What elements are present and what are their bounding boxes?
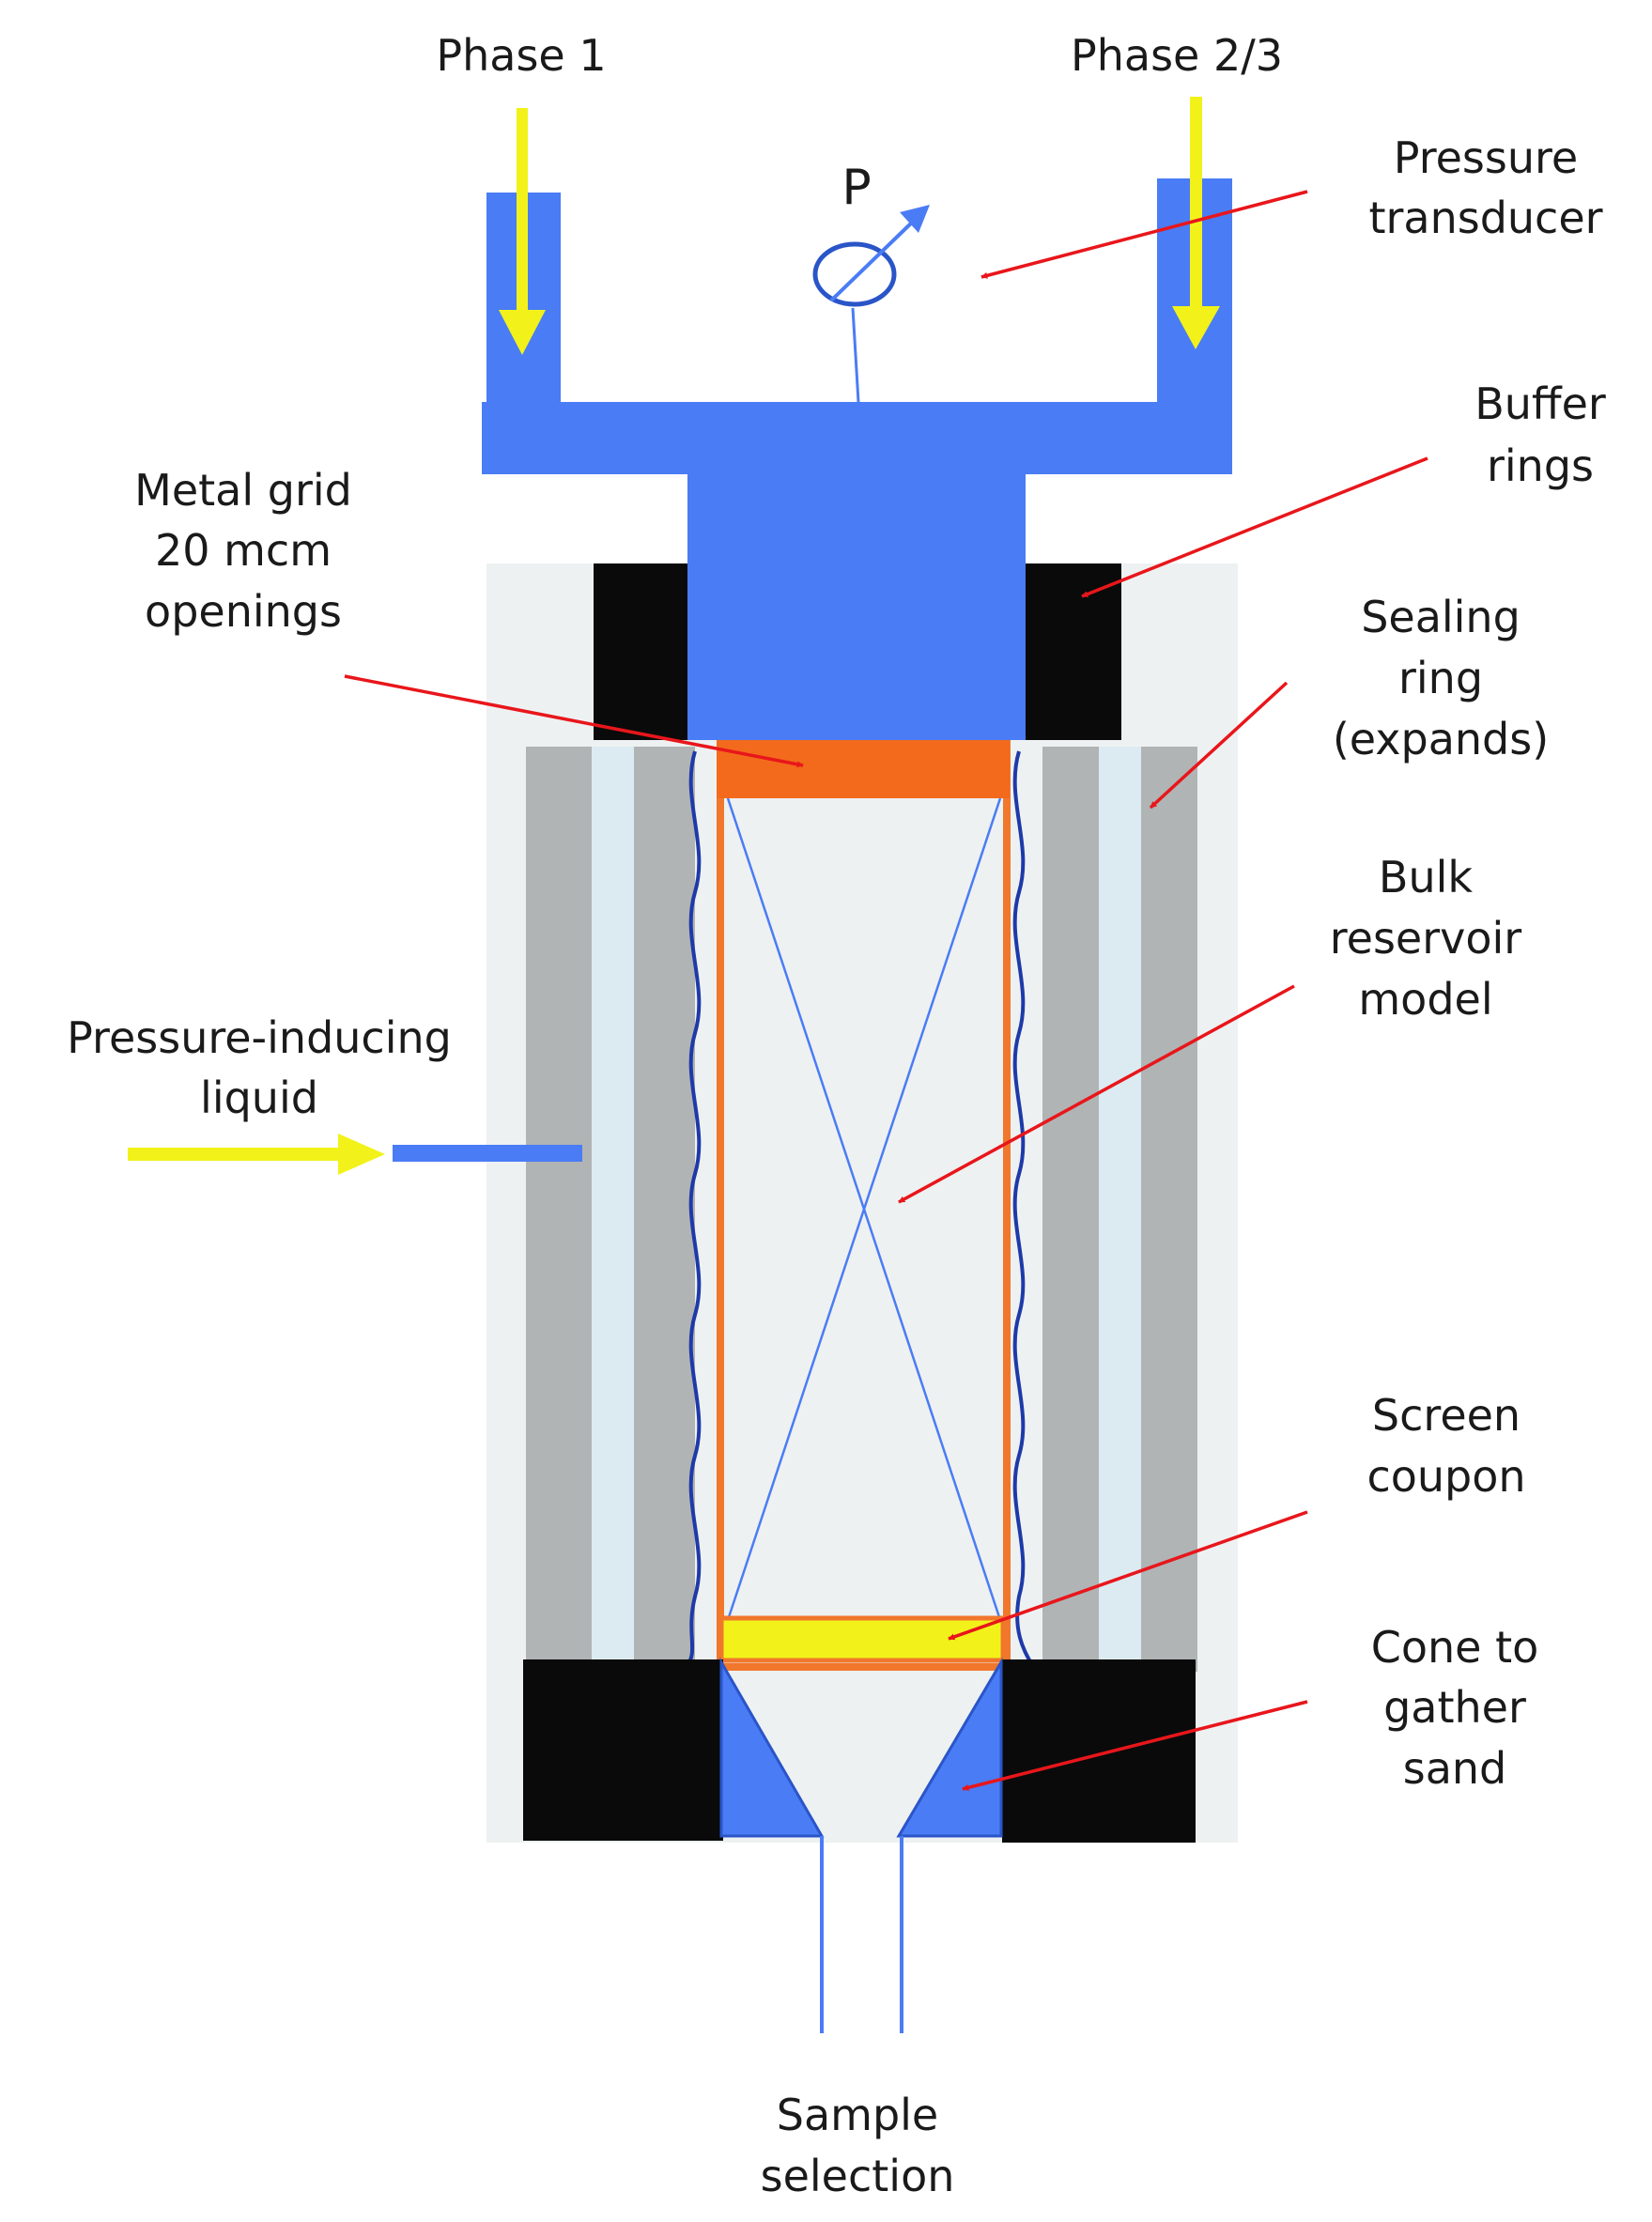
pointer-buffer-rings: [1081, 456, 1428, 598]
label-metal-grid-1: Metal grid: [134, 465, 352, 516]
top-cap: [482, 178, 1232, 740]
sealing-ring-right: [1099, 747, 1141, 1672]
label-pressure-liquid-2: liquid: [200, 1072, 318, 1123]
membrane-wave-right: [1012, 750, 1035, 1668]
label-screen-coupon-2: coupon: [1366, 1451, 1525, 1502]
cone-left: [719, 1657, 825, 1838]
label-pressure-transducer-2: transducer: [1368, 193, 1602, 243]
membrane-wave-left: [684, 750, 702, 1669]
pointer-sealing-ring: [1149, 681, 1289, 810]
pointer-metal-grid: [344, 674, 804, 768]
label-sealing-ring-1: Sealing: [1361, 592, 1521, 642]
bottom-ring-left: [523, 1659, 723, 1841]
liquid-arrow: [128, 1134, 385, 1175]
phase1-arrow: [499, 108, 546, 355]
label-metal-grid-3: openings: [145, 586, 342, 637]
label-bulk-reservoir-2: reservoir: [1330, 913, 1522, 964]
label-screen-coupon-1: Screen: [1372, 1390, 1521, 1441]
label-cone-2: gather: [1383, 1682, 1526, 1733]
pressure-gauge-icon: [812, 205, 930, 403]
label-cone-1: Cone to: [1371, 1622, 1539, 1673]
liquid-inlet-pipe: [393, 1145, 582, 1162]
cone-right: [896, 1657, 1003, 1838]
label-sample-selection-1: Sample: [777, 2090, 938, 2140]
pointer-cone: [962, 1700, 1308, 1791]
label-sealing-ring-2: ring: [1398, 653, 1483, 703]
label-cone-3: sand: [1403, 1743, 1507, 1794]
label-bulk-reservoir-3: model: [1358, 974, 1492, 1025]
outer-wall-right: [1141, 747, 1197, 1672]
label-pressure-symbol: P: [841, 160, 871, 216]
label-sample-selection-2: selection: [761, 2151, 955, 2201]
inner-wall-right: [1042, 747, 1099, 1672]
label-sealing-ring-3: (expands): [1333, 714, 1549, 764]
label-buffer-rings-2: rings: [1487, 440, 1594, 491]
label-phase23: Phase 2/3: [1071, 30, 1283, 81]
pointer-pressure-transducer: [980, 190, 1308, 279]
label-buffer-rings-1: Buffer: [1474, 378, 1606, 429]
pointer-bulk-reservoir: [898, 984, 1295, 1204]
label-bulk-reservoir-1: Bulk: [1379, 852, 1473, 903]
reservoir-diagonal-2: [726, 797, 1002, 1621]
phase23-arrow: [1172, 97, 1220, 349]
inner-wall-left: [634, 747, 695, 1672]
outer-wall-left: [526, 747, 592, 1672]
label-pressure-transducer-1: Pressure: [1394, 132, 1578, 183]
buffer-ring-left: [594, 563, 687, 740]
buffer-ring-right: [1026, 563, 1121, 740]
bottom-ring-right: [1002, 1659, 1196, 1843]
label-metal-grid-2: 20 mcm: [155, 525, 332, 576]
label-phase1: Phase 1: [436, 30, 606, 81]
metal-grid: [717, 737, 1010, 798]
screen-coupon: [718, 1615, 1006, 1663]
label-pressure-liquid-1: Pressure-inducing: [67, 1012, 452, 1063]
sealing-ring-left: [592, 747, 634, 1672]
pointer-screen-coupon: [948, 1510, 1308, 1641]
